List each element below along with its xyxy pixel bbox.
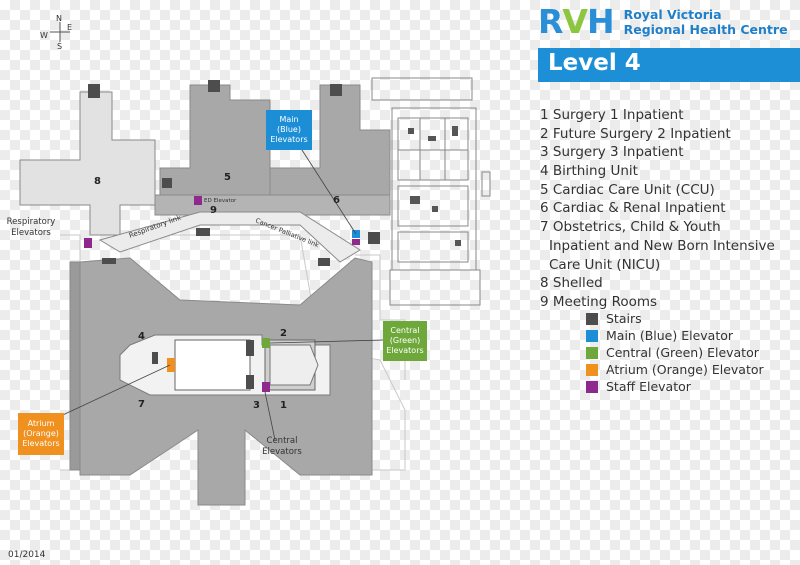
legend-swatch-row: Main (Blue) Elevator bbox=[586, 327, 764, 344]
outline-lower bbox=[170, 234, 406, 471]
compass-e: E bbox=[67, 23, 72, 32]
legend-swatch-label: Stairs bbox=[606, 311, 642, 326]
legend-swatch-color bbox=[586, 363, 598, 376]
compass-w: W bbox=[40, 31, 48, 40]
atrium-orange-elevators-callout: Atrium (Orange) Elevators bbox=[18, 413, 64, 455]
legend-area-item: 5 Cardiac Care Unit (CCU) bbox=[540, 181, 715, 198]
compass-s: S bbox=[57, 42, 62, 51]
ed-elevator-label: ED Elevator bbox=[204, 198, 237, 204]
legend-swatch-color bbox=[586, 312, 598, 325]
legend-area-item: 8 Shelled bbox=[540, 275, 603, 292]
area-number-2: 2 bbox=[280, 328, 287, 339]
area-number-7: 7 bbox=[138, 399, 145, 410]
area-number-6: 6 bbox=[333, 195, 340, 206]
east-building bbox=[371, 77, 491, 306]
area-number-3: 3 bbox=[253, 400, 260, 411]
rvh-logo: RVH Royal Victoria Regional Health Centr… bbox=[538, 2, 788, 41]
area-number-9: 9 bbox=[210, 205, 217, 216]
legend-area-item: 1 Surgery 1 Inpatient bbox=[540, 107, 684, 123]
legend-swatch-label: Staff Elevator bbox=[606, 379, 691, 394]
legend-area-item: 4 Birthing Unit bbox=[540, 163, 638, 180]
legend-swatch-label: Atrium (Orange) Elevator bbox=[606, 362, 764, 377]
legend-swatch-row: Stairs bbox=[586, 310, 764, 327]
east-building-details bbox=[408, 126, 461, 246]
legend-area-item: Inpatient and New Born Intensive bbox=[549, 237, 775, 254]
main-blue-elevators-callout: Main (Blue) Elevators bbox=[266, 110, 312, 150]
area-number-5: 5 bbox=[224, 172, 231, 183]
hospital-name: Royal Victoria Regional Health Centre bbox=[623, 6, 788, 37]
legend-area-item: 9 Meeting Rooms bbox=[540, 293, 658, 310]
area-legend: 1 Surgery 1 Inpatient 2 Future Surgery 2 … bbox=[540, 106, 800, 312]
central-atrium bbox=[174, 339, 319, 391]
legend-swatch-label: Main (Blue) Elevator bbox=[606, 328, 734, 343]
central-elevators-label: Central Elevators bbox=[262, 436, 302, 457]
legend-swatch-row: Central (Green) Elevator bbox=[586, 344, 764, 361]
legend-swatch-row: Staff Elevator bbox=[586, 378, 764, 395]
compass-rose bbox=[50, 22, 70, 42]
legend-swatch-row: Atrium (Orange) Elevator bbox=[586, 361, 764, 378]
legend-swatch-color bbox=[586, 380, 598, 393]
legend-area-item: Care Unit (NICU) bbox=[549, 256, 661, 273]
legend-area-item: 6 Cardiac & Renal Inpatient bbox=[540, 200, 726, 217]
stairs-markers bbox=[88, 80, 380, 389]
respiratory-elevators-label: Respiratory Elevators bbox=[6, 217, 56, 238]
area-number-4: 4 bbox=[138, 331, 145, 342]
legend-swatch-label: Central (Green) Elevator bbox=[606, 345, 759, 360]
rvh-logo-mark: RVH bbox=[538, 2, 615, 41]
legend-area-item: 2 Future Surgery 2 Inpatient bbox=[540, 125, 731, 142]
legend-area-item: 3 Surgery 3 Inpatient bbox=[540, 144, 684, 161]
legend-swatch-color bbox=[586, 329, 598, 342]
compass-n: N bbox=[56, 14, 62, 23]
level-title: Level 4 bbox=[548, 50, 641, 76]
legend-area-item: 7 Obstetrics, Child & Youth bbox=[540, 219, 721, 236]
central-green-elevators-callout: Central (Green) Elevators bbox=[383, 321, 427, 361]
building-mass bbox=[19, 84, 391, 506]
area-number-8: 8 bbox=[94, 176, 101, 187]
date-stamp: 01/2014 bbox=[8, 550, 46, 560]
level-title-banner: Level 4 bbox=[538, 48, 800, 82]
area-number-1: 1 bbox=[280, 400, 287, 411]
legend-swatch-color bbox=[586, 346, 598, 359]
leader-lines bbox=[51, 149, 385, 441]
